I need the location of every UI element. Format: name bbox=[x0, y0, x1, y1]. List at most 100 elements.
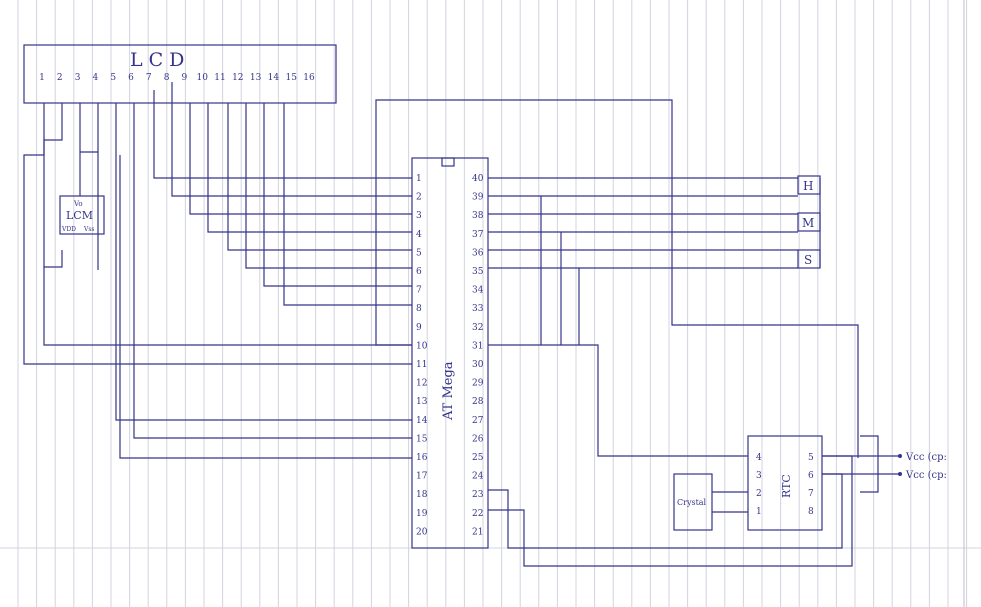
rtc-body bbox=[747, 435, 823, 531]
rtc-label: RTC bbox=[780, 474, 793, 498]
rtc-pin-label: 6 bbox=[808, 471, 814, 481]
rtc-chip bbox=[747, 435, 823, 531]
lcd-pin-label: 12 bbox=[232, 73, 243, 83]
lcm-body bbox=[59, 195, 105, 235]
atmega-pin-label: 6 bbox=[416, 267, 422, 277]
button-boxes bbox=[797, 175, 821, 269]
lcd-pin-label: 4 bbox=[93, 73, 99, 83]
lcd-pin-label: 3 bbox=[75, 73, 81, 83]
lcd-pin-label: 6 bbox=[128, 73, 134, 83]
button-s bbox=[797, 249, 821, 269]
atmega-pin-label: 38 bbox=[472, 211, 484, 221]
lcd-pin-label: 1 bbox=[39, 73, 45, 83]
atmega-pin-label: 12 bbox=[416, 379, 427, 389]
wire-lcd-8 bbox=[171, 82, 412, 197]
atmega-pin-label: 26 bbox=[472, 434, 484, 444]
atmega-pin-label: 37 bbox=[472, 230, 484, 240]
atmega-notch bbox=[441, 157, 455, 167]
lcd-module bbox=[23, 44, 337, 104]
atmega-pin-label: 4 bbox=[416, 230, 422, 240]
lcd-body bbox=[23, 44, 337, 104]
atmega-pin-label: 33 bbox=[472, 304, 484, 314]
atmega-pin-label: 32 bbox=[472, 323, 483, 333]
crystal-label: Crystal bbox=[677, 498, 707, 507]
atmega-pin-label: 3 bbox=[416, 211, 422, 221]
atmega-pin-label: 28 bbox=[472, 397, 484, 407]
button-h bbox=[797, 175, 821, 195]
vcc-label-1: Vcc (cp: bbox=[905, 452, 947, 463]
wire-lcd-14 bbox=[283, 103, 412, 306]
vcc-node-1 bbox=[898, 454, 902, 458]
wire-lcd-13 bbox=[263, 103, 412, 287]
rtc-pin-label: 2 bbox=[756, 489, 762, 499]
lcd-pin-label: 5 bbox=[110, 73, 116, 83]
atmega-pin-label: 7 bbox=[416, 286, 422, 296]
lcm-top-label: Vo bbox=[73, 200, 83, 208]
lcd-pin-label: 2 bbox=[57, 73, 63, 83]
rtc-pin-label: 1 bbox=[756, 507, 762, 517]
wire-lcd-2 bbox=[43, 103, 63, 268]
lcd-pin-label: 16 bbox=[303, 73, 315, 83]
atmega-pin-label: 13 bbox=[416, 397, 428, 407]
lcd-pin-label: 8 bbox=[164, 73, 170, 83]
lcd-pin-label: 10 bbox=[196, 73, 208, 83]
rtc-left-pin-labels: 4 3 2 1 bbox=[756, 453, 762, 517]
atmega-pin-label: 19 bbox=[416, 509, 428, 519]
lcd-pin-label: 13 bbox=[250, 73, 262, 83]
atmega-pin-label: 9 bbox=[416, 323, 422, 333]
lcd-title: LCD bbox=[130, 49, 190, 71]
wire-lcd-6b bbox=[119, 155, 412, 459]
crystal-box bbox=[673, 473, 713, 531]
atmega-pin-label: 36 bbox=[472, 248, 484, 258]
atmega-pin-label: 29 bbox=[472, 379, 484, 389]
wire-lcd-9 bbox=[189, 103, 412, 215]
lcd-pin-label: 11 bbox=[214, 73, 225, 83]
atmega-pin-label: 21 bbox=[472, 527, 483, 537]
atmega-pin-label: 10 bbox=[416, 341, 428, 351]
rtc-pin-label: 8 bbox=[808, 507, 814, 517]
rtc-pin-label: 3 bbox=[756, 471, 762, 481]
atmega-chip bbox=[411, 157, 489, 549]
button-s-label: S bbox=[804, 253, 812, 267]
atmega-pin-label: 23 bbox=[472, 490, 484, 500]
button-m bbox=[797, 212, 821, 232]
atmega-pin-label: 25 bbox=[472, 453, 484, 463]
atmega-pin-label: 16 bbox=[416, 453, 428, 463]
button-m-label: M bbox=[802, 216, 814, 230]
lcd-pin-label: 14 bbox=[268, 73, 280, 83]
crystal-body bbox=[673, 473, 713, 531]
wire-lcd-left-loop bbox=[43, 267, 412, 346]
atmega-pin-label: 35 bbox=[472, 267, 484, 277]
atmega-pin-label: 1 bbox=[416, 174, 422, 184]
lcd-pin-label: 15 bbox=[285, 73, 297, 83]
wire-lcd-11 bbox=[227, 103, 412, 251]
wire-lcd-10 bbox=[207, 103, 412, 233]
atmega-pin-label: 15 bbox=[416, 434, 428, 444]
atmega-pin-label: 31 bbox=[472, 341, 483, 351]
wire-top-loop bbox=[375, 99, 859, 458]
button-h-label: H bbox=[803, 179, 813, 193]
rtc-right-pin-labels: 5 6 7 8 bbox=[808, 453, 814, 517]
wire-31 bbox=[488, 344, 748, 457]
rtc-pin-label: 5 bbox=[808, 453, 814, 463]
wire-lcd-5 bbox=[115, 103, 412, 421]
atmega-pin-label: 2 bbox=[416, 193, 422, 203]
atmega-pin-label: 40 bbox=[472, 174, 484, 184]
atmega-pin-label: 17 bbox=[416, 472, 428, 482]
lcm-box bbox=[59, 195, 105, 235]
atmega-pin-label: 18 bbox=[416, 490, 428, 500]
atmega-pin-label: 22 bbox=[472, 509, 483, 519]
atmega-pin-label: 39 bbox=[472, 193, 484, 203]
rtc-pin-label: 7 bbox=[808, 489, 814, 499]
atmega-pin-label: 5 bbox=[416, 248, 422, 258]
wires bbox=[23, 82, 900, 567]
wire-lcd-7 bbox=[153, 90, 412, 179]
vcc-label-2: Vcc (cp: bbox=[905, 470, 947, 481]
wire-lcd-12 bbox=[245, 103, 412, 269]
rtc-pin-label: 4 bbox=[756, 453, 762, 463]
atmega-label: AT Mega bbox=[441, 361, 456, 421]
atmega-pin-label: 34 bbox=[472, 286, 484, 296]
